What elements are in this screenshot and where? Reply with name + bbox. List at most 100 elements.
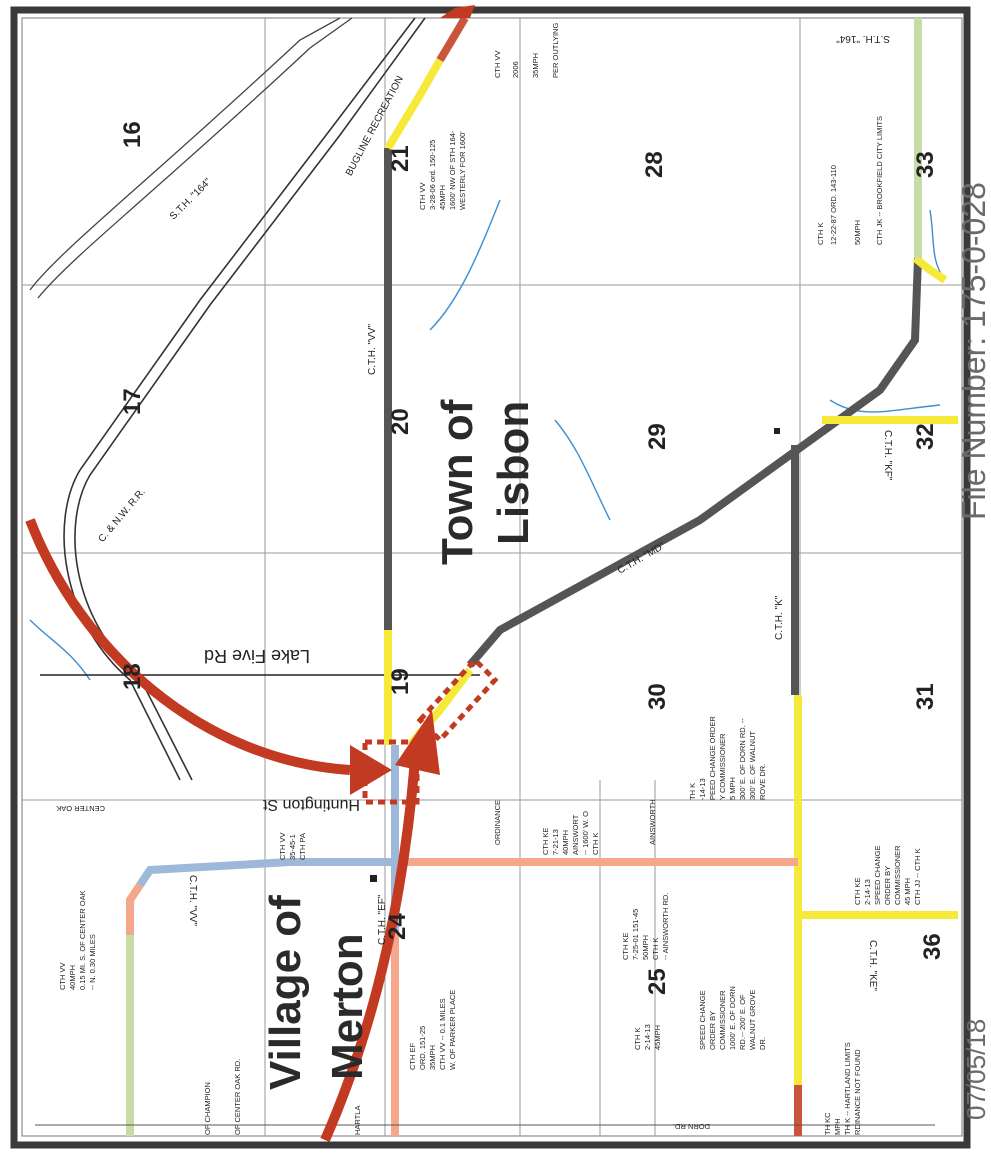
svg-text:40MPH: 40MPH: [68, 965, 77, 990]
svg-text:CTH K: CTH K: [591, 833, 600, 856]
cth-kf-label: C.T.H. "KF": [882, 430, 893, 481]
svg-text:RD.-- 200' E. OF: RD.-- 200' E. OF: [738, 994, 747, 1050]
svg-text:CTH K: CTH K: [651, 938, 660, 961]
intersection-box-md: [416, 656, 499, 744]
red-arrow-top: [440, 5, 475, 18]
svg-text:35MPH: 35MPH: [531, 53, 540, 78]
svg-text:ORDINANCE: ORDINANCE: [493, 800, 502, 845]
svg-text:1600' NW OF STH 164-: 1600' NW OF STH 164-: [448, 130, 457, 210]
svg-text:CTH K: CTH K: [633, 1028, 642, 1051]
section-31: 31: [912, 683, 939, 710]
svg-text:TH K -- HARTLAND LIMITS: TH K -- HARTLAND LIMITS: [843, 1042, 852, 1135]
section-30: 30: [644, 683, 671, 710]
svg-text:SPEED CHANGE: SPEED CHANGE: [698, 990, 707, 1050]
section-17: 17: [119, 388, 146, 415]
svg-text:-- N. 0.30 MILES: -- N. 0.30 MILES: [88, 934, 97, 990]
cth-md-gray: [466, 257, 922, 668]
svg-text:35MPH: 35MPH: [428, 1045, 437, 1070]
cth-vv-salmon-west: [126, 882, 144, 935]
sth164-top-label: S.T.H. "164": [836, 33, 890, 44]
svg-text:CTH EF: CTH EF: [408, 1043, 417, 1071]
town-label-line1: Town of: [433, 399, 482, 565]
cth-vv-label: C.T.H. "VV": [367, 324, 378, 375]
section-25: 25: [644, 968, 671, 995]
map-inner-frame: [21, 17, 963, 1137]
svg-text:40MPH: 40MPH: [561, 830, 570, 855]
svg-text:-- 1600' W. O: -- 1600' W. O: [581, 811, 590, 855]
svg-text:COMMISSIONER: COMMISSIONER: [893, 845, 902, 905]
svg-text:300' E. OF WALNUT: 300' E. OF WALNUT: [748, 730, 757, 800]
svg-text:0.15 MI. S. OF CENTER OAK: 0.15 MI. S. OF CENTER OAK: [78, 890, 87, 990]
svg-text:ORDER BY: ORDER BY: [708, 1011, 717, 1050]
red-arrow-north: [25, 518, 392, 795]
svg-text:HARTLA: HARTLA: [353, 1106, 362, 1135]
section-19: 19: [387, 668, 414, 695]
svg-text:SPEED CHANGE: SPEED CHANGE: [873, 845, 882, 905]
place-labels: Town of Lisbon Village of Merton: [261, 399, 538, 1090]
svg-text:CTH JK -- BROOKFIELD CITY LIMI: CTH JK -- BROOKFIELD CITY LIMITS: [875, 116, 884, 245]
section-28: 28: [641, 151, 668, 178]
svg-text:-14-13: -14-13: [698, 778, 707, 800]
sth164-road: [29, 17, 353, 299]
svg-text:DR.: DR.: [758, 1037, 767, 1050]
svg-text:WALNUT GROVE: WALNUT GROVE: [748, 990, 757, 1050]
svg-text:ORDER BY: ORDER BY: [883, 866, 892, 905]
svg-text:CTH PA: CTH PA: [298, 833, 307, 860]
svg-text:TH KC: TH KC: [823, 1112, 832, 1135]
svg-text:5 MPH: 5 MPH: [728, 777, 737, 800]
svg-text:12-22-87 ORD. 143-110: 12-22-87 ORD. 143-110: [829, 165, 838, 245]
svg-text:Y COMMISSIONER: Y COMMISSIONER: [718, 733, 727, 800]
svg-text:CTH VV: CTH VV: [278, 832, 287, 860]
huntington-street-label: Huntington St: [262, 796, 360, 813]
svg-text:COMMISSIONER: COMMISSIONER: [718, 990, 727, 1050]
svg-text:AINSWORTH: AINSWORTH: [648, 799, 657, 845]
section-32: 32: [912, 423, 939, 450]
svg-text:W. OF PARKER PLACE: W. OF PARKER PLACE: [448, 990, 457, 1070]
svg-text:PER OUTLYING: PER OUTLYING: [551, 23, 560, 78]
svg-text:CTH VV: CTH VV: [493, 50, 502, 78]
svg-text:CTH KE: CTH KE: [853, 877, 862, 905]
svg-text:3-28-06 ord. 150-125: 3-28-06 ord. 150-125: [428, 140, 437, 210]
svg-text:2-14-13: 2-14-13: [643, 1024, 652, 1050]
cth-ef-label: C.T.H. "EF": [377, 894, 388, 945]
svg-text:WESTERLY FOR 1600': WESTERLY FOR 1600': [458, 131, 467, 210]
svg-text:CTH KE: CTH KE: [621, 932, 630, 960]
section-16: 16: [119, 121, 146, 148]
svg-text:AINSWORT: AINSWORT: [571, 814, 580, 855]
section-33: 33: [912, 151, 939, 178]
map-frame: [10, 6, 971, 1149]
svg-text:CTH VV: CTH VV: [58, 962, 67, 990]
cth-ef-blue: [136, 858, 395, 888]
svg-text:PEED CHANGE ORDER: PEED CHANGE ORDER: [708, 716, 717, 800]
section-21: 21: [387, 145, 414, 172]
svg-text:35-45-1: 35-45-1: [288, 834, 297, 860]
svg-text:CTH K: CTH K: [816, 223, 825, 246]
cth-ke-label: C.T.H. "KE": [867, 940, 878, 991]
svg-text:ORD. 151-25: ORD. 151-25: [418, 1026, 427, 1070]
intersection-box-vv: [362, 739, 420, 805]
svg-text:TH K: TH K: [688, 783, 697, 800]
svg-text:7-21-13: 7-21-13: [551, 829, 560, 855]
svg-text:50MPH: 50MPH: [641, 935, 650, 960]
cth-md-yellow: [912, 254, 948, 284]
svg-text:1000' E. OF DORN: 1000' E. OF DORN: [728, 986, 737, 1050]
town-label-line2: Lisbon: [489, 401, 538, 545]
ordinance-notes: CTH VV 2006 35MPH PER OUTLYING CTH VV 3-…: [56, 23, 922, 1135]
svg-text:45 MPH: 45 MPH: [903, 878, 912, 905]
svg-text:300' E. OF DORN RD. --: 300' E. OF DORN RD. --: [738, 718, 747, 800]
svg-text:CTH VV: CTH VV: [418, 182, 427, 210]
svg-text:OF CENTER OAK RD.: OF CENTER OAK RD.: [233, 1059, 242, 1135]
village-label-line2: Merton: [323, 933, 372, 1080]
section-36: 36: [919, 933, 946, 960]
svg-text:DORN RD.: DORN RD.: [673, 1122, 710, 1131]
cth-k-label: C.T.H. "K": [774, 595, 785, 640]
svg-text:CENTER OAK: CENTER OAK: [56, 804, 105, 813]
svg-text:OF CHAMPION: OF CHAMPION: [203, 1082, 212, 1135]
village-label-line1: Village of: [261, 895, 310, 1090]
section-20: 20: [387, 408, 414, 435]
svg-text:RDINANCE NOT FOUND: RDINANCE NOT FOUND: [853, 1049, 862, 1135]
svg-text:CTH VV -- 0.1 MILES: CTH VV -- 0.1 MILES: [438, 998, 447, 1070]
svg-text:MPH: MPH: [833, 1118, 842, 1135]
